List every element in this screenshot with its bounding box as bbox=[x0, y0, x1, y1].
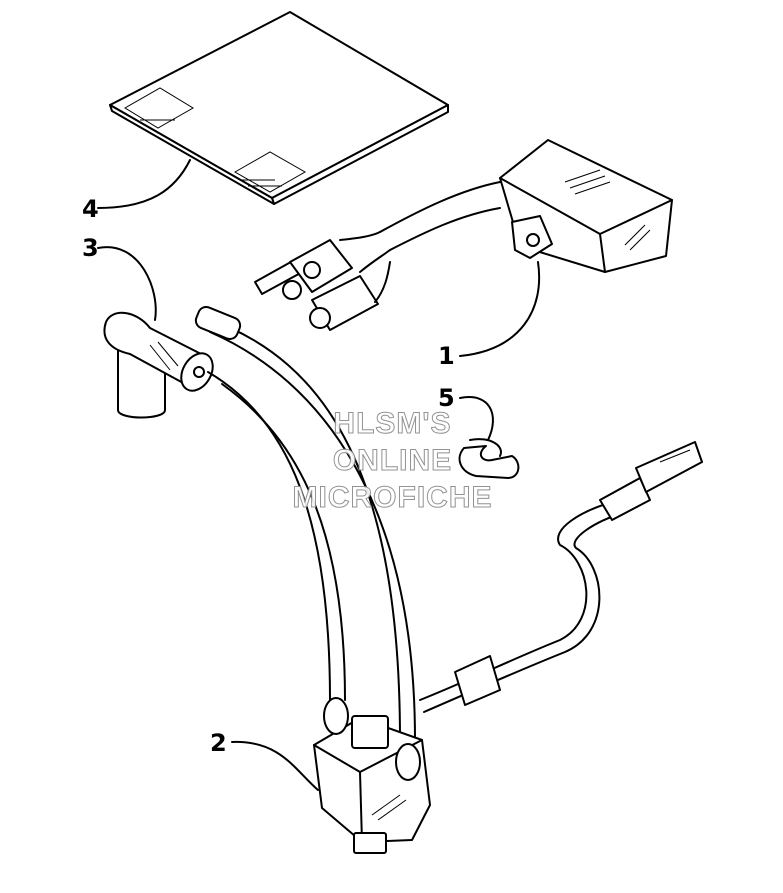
callout-2: 2 bbox=[210, 729, 227, 757]
part-5-clip bbox=[458, 438, 520, 479]
callout-4: 4 bbox=[82, 195, 99, 223]
watermark-line-1: HLSM'S bbox=[333, 407, 452, 441]
watermark-line-2: ONLINE bbox=[332, 444, 453, 478]
watermark-line-3: MICROFICHE bbox=[292, 481, 493, 515]
part-1-cdi-box bbox=[254, 139, 673, 331]
leader-lines bbox=[97, 159, 541, 791]
part-3-spark-plug-cap bbox=[103, 312, 214, 419]
part-4-decal-sheet bbox=[109, 11, 449, 205]
watermark: HLSM'S ONLINE MICROFICHE bbox=[250, 405, 535, 516]
part-2-ignition-coil bbox=[194, 305, 703, 854]
box-hatch bbox=[564, 169, 651, 251]
callout-1: 1 bbox=[438, 342, 455, 370]
callout-3: 3 bbox=[82, 234, 99, 262]
decal-hatch bbox=[140, 119, 282, 187]
callout-5: 5 bbox=[438, 384, 455, 412]
coil-hatch bbox=[371, 794, 407, 821]
